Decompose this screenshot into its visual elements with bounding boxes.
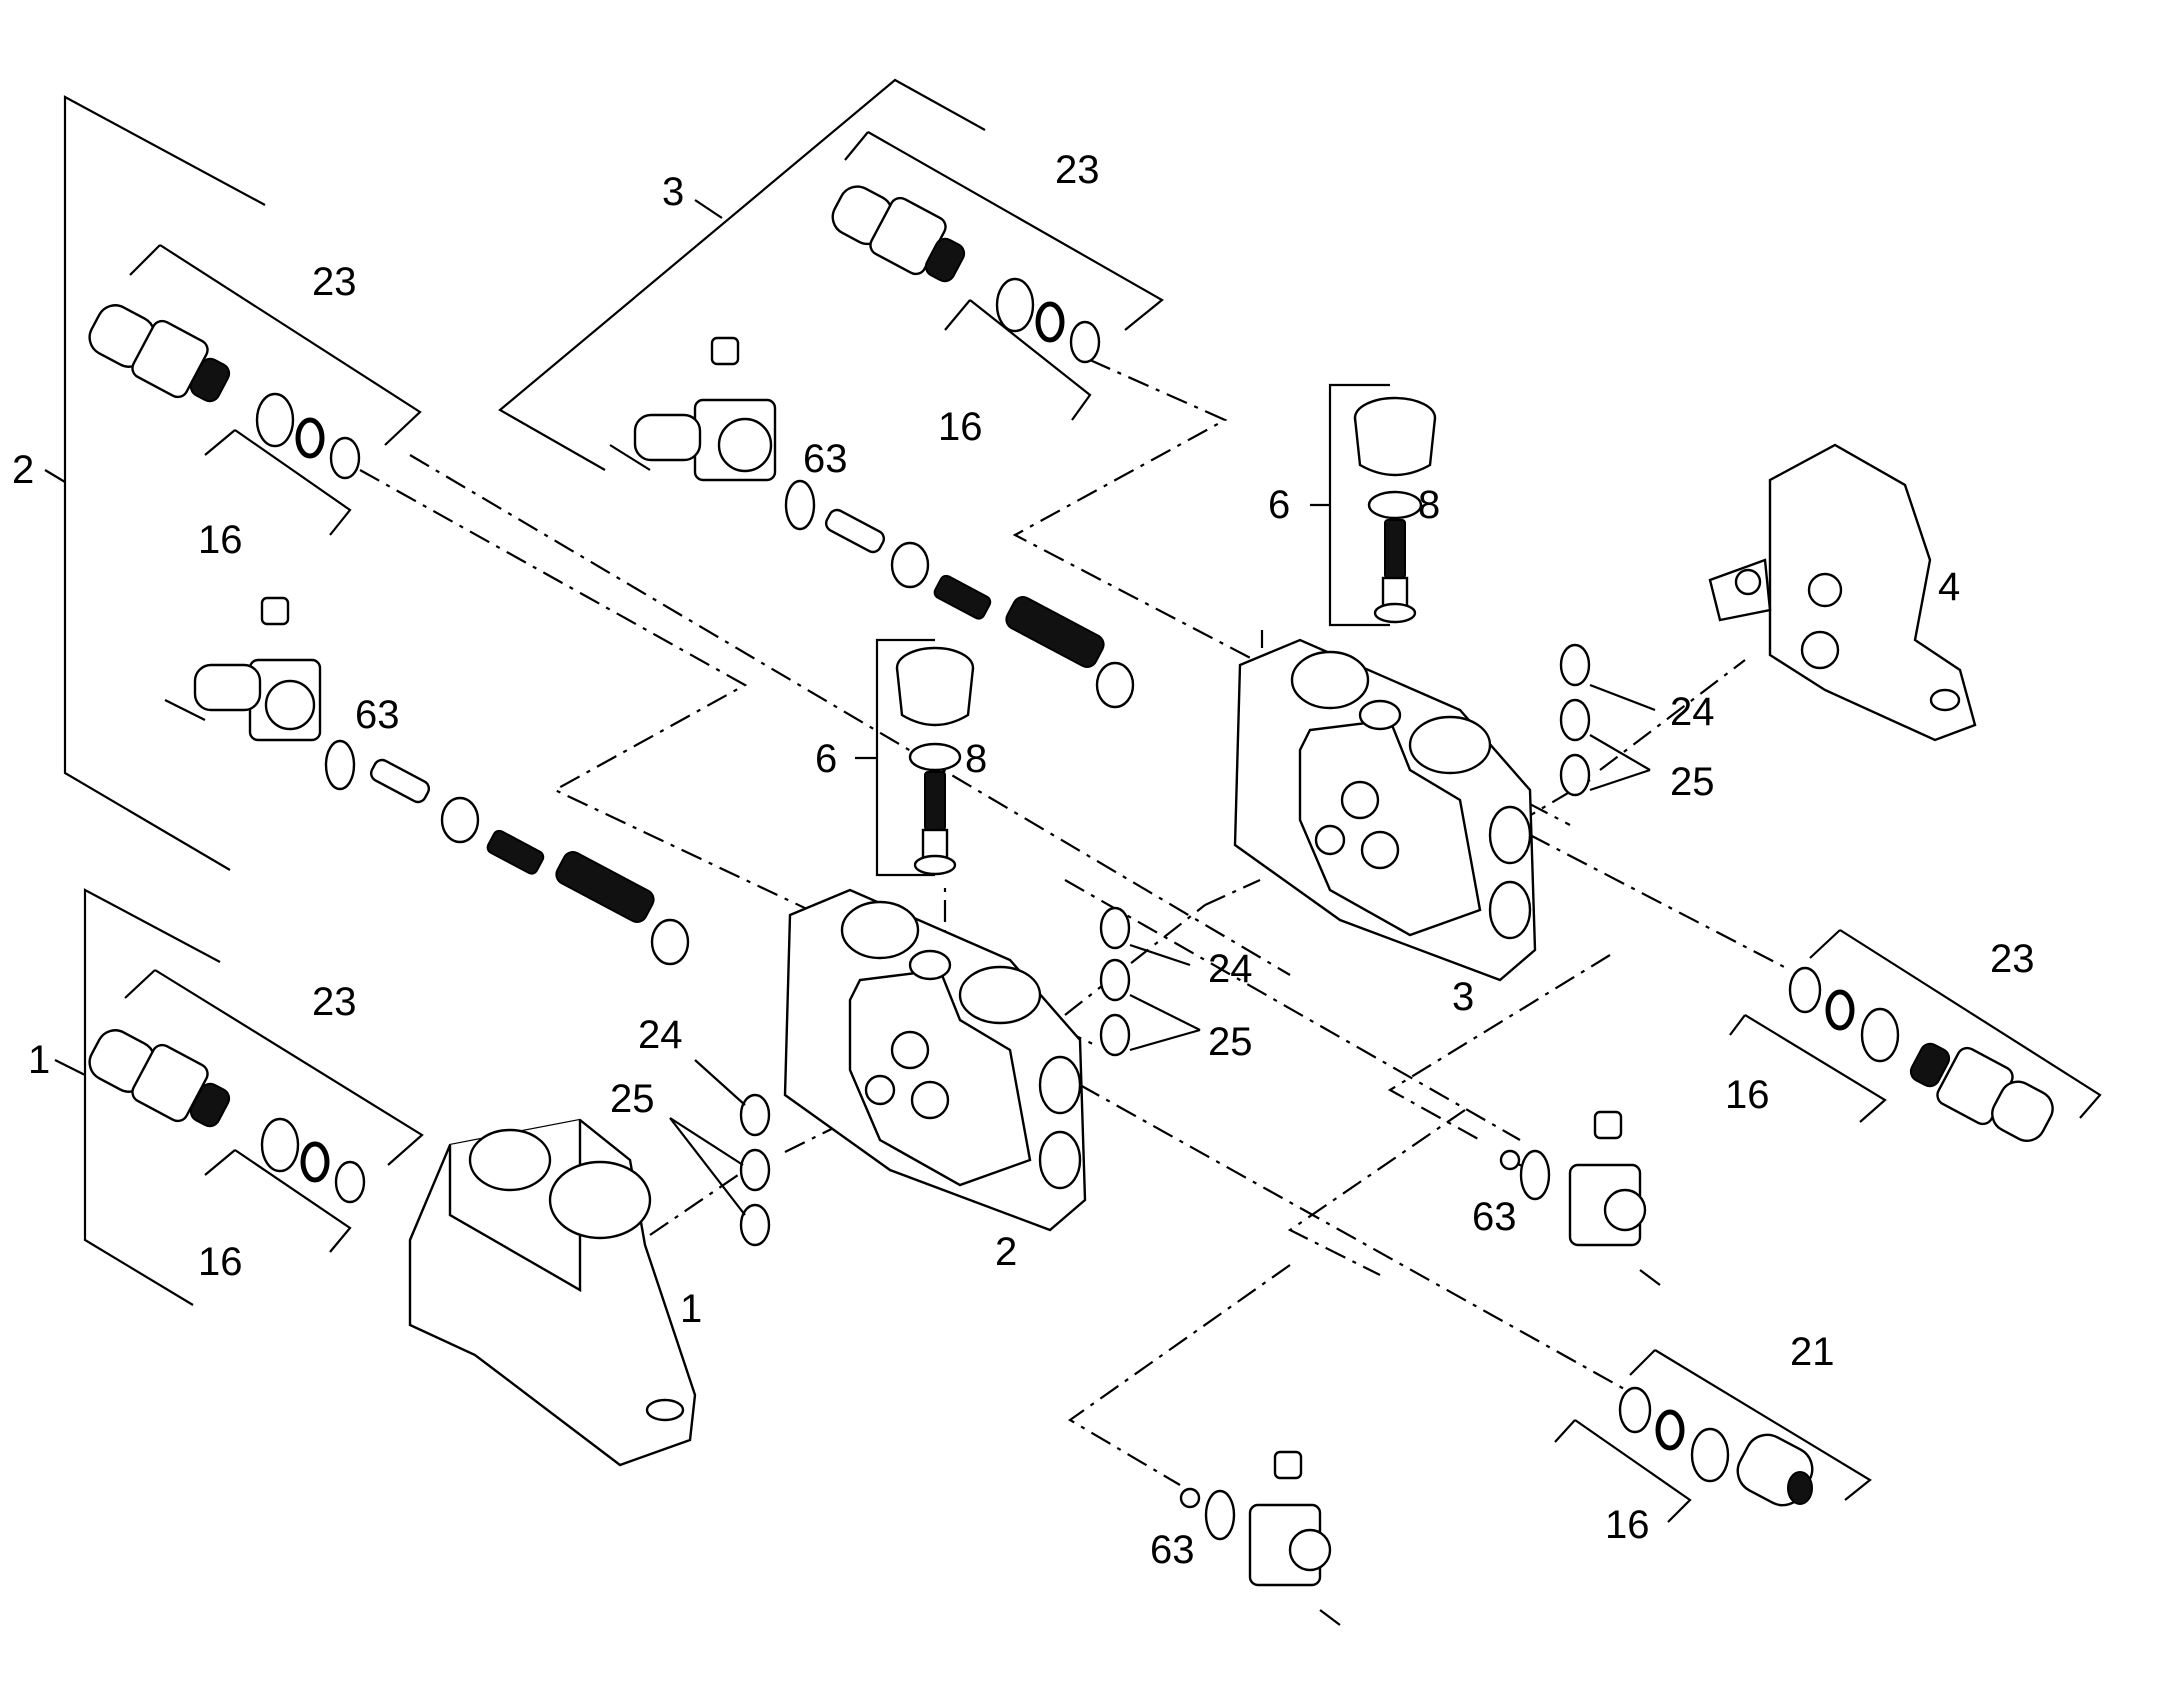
spool-cap-upper (609, 336, 816, 531)
plug-21 (1618, 1386, 1814, 1507)
label-63-right: 63 (1472, 1195, 1517, 1239)
bracket-23-right (1729, 929, 2102, 1123)
label-6-upper: 6 (1268, 483, 1290, 527)
check-valve-upper (1353, 396, 1437, 624)
work-section-3 (1233, 638, 1537, 982)
label-24-section-1: 24 (638, 1013, 683, 1057)
label-25-section-3: 25 (1670, 760, 1715, 804)
callout-labels: 2 3 1 23 16 23 16 63 63 6 8 6 8 4 24 25 … (12, 148, 2035, 1572)
bracket-6-8-a (1310, 383, 1390, 627)
spool-lower (369, 758, 690, 966)
orings-section-3 (1559, 643, 1591, 797)
label-2-body: 2 (995, 1230, 1017, 1274)
label-25-section-1: 25 (610, 1077, 655, 1121)
label-8-upper: 8 (1418, 483, 1440, 527)
label-23-left: 23 (312, 260, 357, 304)
label-24-section-3: 24 (1670, 690, 1715, 734)
label-16-right: 16 (1725, 1073, 1770, 1117)
label-63-bottom: 63 (1150, 1528, 1195, 1572)
spool-upper (824, 508, 1135, 709)
label-16-low: 16 (198, 1240, 243, 1284)
label-6-lower: 6 (815, 737, 837, 781)
spool-cap-right (1499, 1110, 1661, 1286)
label-3: 3 (662, 170, 684, 214)
label-16-bottom: 16 (1605, 1503, 1650, 1547)
spool-cap-lower (164, 596, 356, 791)
relief-valve-left (88, 304, 361, 480)
label-23-low: 23 (312, 980, 357, 1024)
bracket-23-top (844, 131, 1164, 421)
label-1-body: 1 (680, 1287, 702, 1331)
bracket-21 (1554, 1349, 1872, 1523)
label-25-section-2: 25 (1208, 1020, 1253, 1064)
bracket-assembly-2 (44, 95, 266, 871)
orings-section-1 (739, 1093, 771, 1247)
label-3-body: 3 (1452, 975, 1474, 1019)
bracket-6-8-b (855, 638, 935, 877)
label-23-top: 23 (1055, 148, 1100, 192)
bracket-assembly-3 (498, 78, 986, 471)
label-24-section-2: 24 (1208, 947, 1253, 991)
label-63-upper: 63 (803, 437, 848, 481)
work-section-2 (783, 888, 1087, 1232)
leader-lines (669, 683, 1656, 1216)
relief-valve-low (88, 1029, 366, 1204)
check-valve-lower (895, 646, 975, 876)
end-section-4 (1708, 443, 1977, 742)
label-16-left: 16 (198, 518, 243, 562)
relief-valve-top (831, 185, 1101, 364)
bracket-23-left (129, 244, 422, 536)
spool-cap-bottom (1179, 1450, 1341, 1626)
label-1: 1 (28, 1038, 50, 1082)
bracket-assembly-1 (54, 888, 221, 1306)
label-4: 4 (1938, 565, 1960, 609)
relief-valve-right (1788, 966, 2054, 1142)
inlet-section-1 (408, 1118, 697, 1467)
label-2: 2 (12, 448, 34, 492)
label-21: 21 (1790, 1330, 1835, 1374)
orings-section-2 (1099, 906, 1131, 1057)
label-63-lower: 63 (355, 693, 400, 737)
label-8-lower: 8 (965, 737, 987, 781)
label-16-top: 16 (938, 405, 983, 449)
label-23-right: 23 (1990, 937, 2035, 981)
bracket-23-low (124, 969, 424, 1253)
